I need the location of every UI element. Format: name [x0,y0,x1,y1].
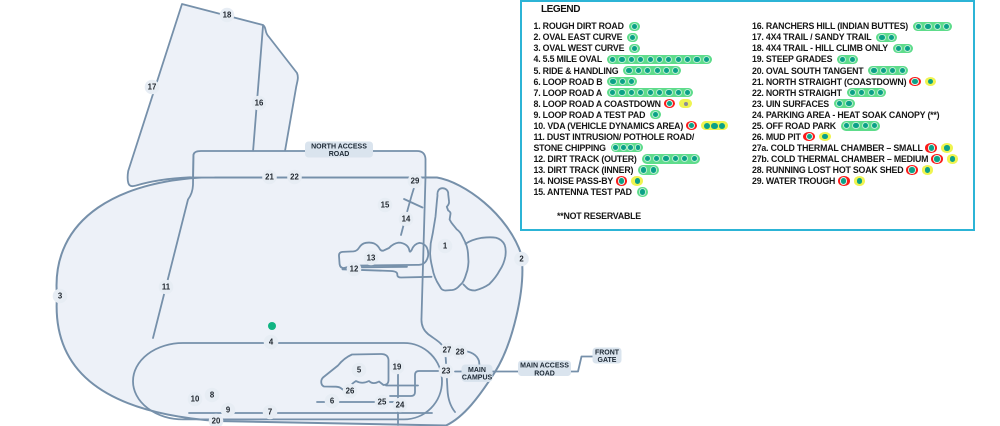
svg-text:20: 20 [212,417,221,426]
svg-text:1: 1 [443,242,448,251]
svg-text:12: 12 [350,265,359,274]
svg-text:13: 13 [367,254,376,263]
svg-text:19: 19 [393,363,402,372]
svg-text:3: 3 [58,292,63,301]
svg-text:18: 18 [223,11,232,20]
svg-text:22: 22 [290,173,299,182]
svg-text:6: 6 [330,397,335,406]
svg-text:14: 14 [402,215,411,224]
svg-text:10: 10 [191,395,200,404]
svg-text:MAIN: MAIN [468,367,486,374]
svg-text:25: 25 [378,398,387,407]
svg-text:11: 11 [162,283,171,292]
svg-text:26: 26 [346,387,355,396]
svg-text:17: 17 [148,83,157,92]
svg-text:29: 29 [411,177,420,186]
svg-text:24: 24 [396,401,405,410]
svg-text:FRONT: FRONT [595,350,620,357]
svg-text:2: 2 [519,255,524,264]
svg-text:16: 16 [255,99,264,108]
svg-text:15: 15 [381,201,390,210]
svg-text:ROAD: ROAD [534,370,555,377]
svg-text:MAIN ACCESS: MAIN ACCESS [520,363,569,370]
svg-text:8: 8 [210,391,215,400]
svg-text:CAMPUS: CAMPUS [462,375,493,382]
svg-text:7: 7 [268,408,272,417]
svg-text:NORTH ACCESS: NORTH ACCESS [311,144,367,151]
svg-text:5: 5 [357,366,362,375]
svg-text:23: 23 [442,367,451,376]
svg-text:27: 27 [443,346,452,355]
svg-text:GATE: GATE [598,357,617,364]
svg-text:ROAD: ROAD [329,151,350,158]
svg-text:21: 21 [265,173,274,182]
svg-text:4: 4 [269,338,274,347]
svg-text:28: 28 [456,348,465,357]
svg-text:9: 9 [226,406,231,415]
